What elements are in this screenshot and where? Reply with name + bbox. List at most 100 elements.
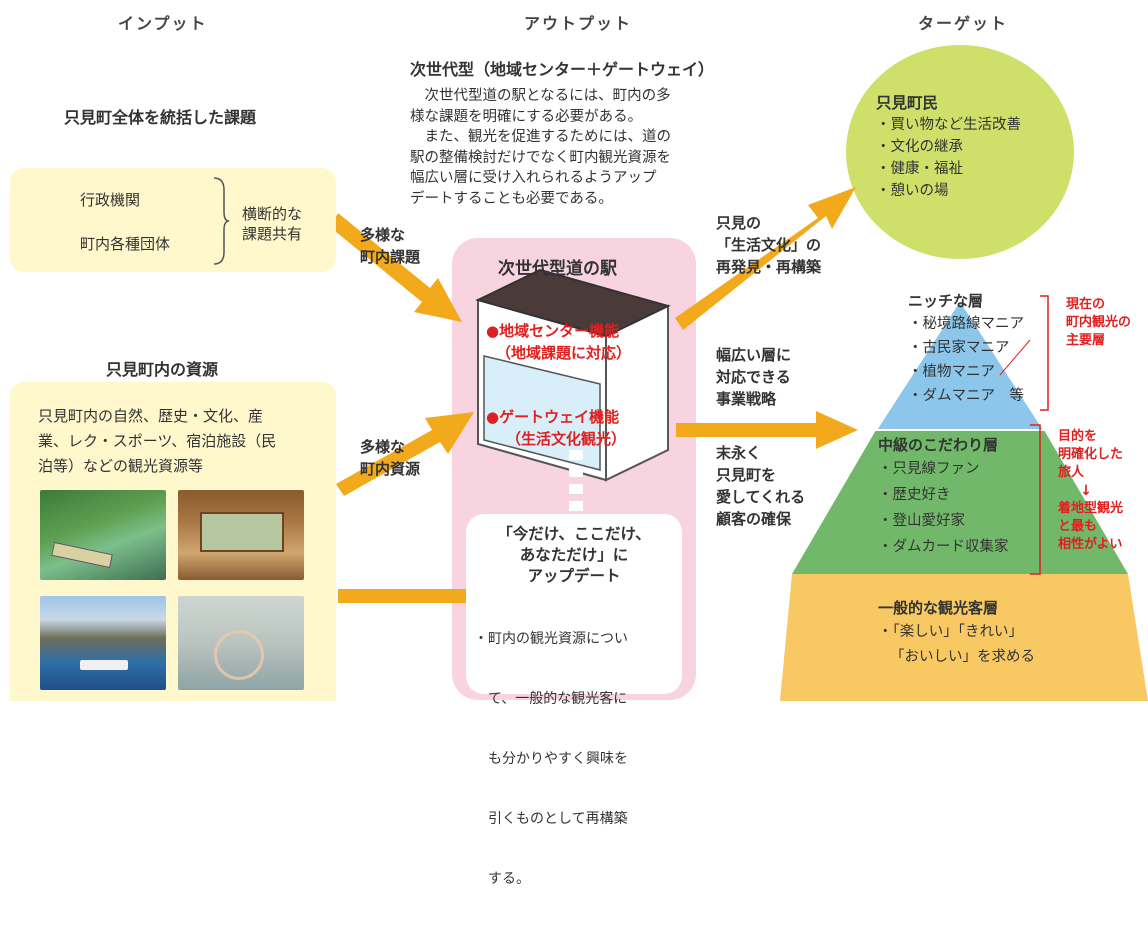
arrow-label-line: 多様な [360,438,406,456]
function-line: ●地域センター機能 [486,322,620,340]
mid-item: ・只見線ファン [878,461,980,477]
note-line: 主要層 [1066,333,1106,348]
arrow-label-line: 只見町を [716,466,777,484]
arrow-label-line: 町内課題 [360,248,421,266]
update-text-line: て、一般的な観光客に [474,691,628,707]
pyramid-niche [876,300,1044,430]
resources-box: 只見町内の自然、歴史・文化、産 業、レク・スポーツ、宿泊施設（民 泊等）などの観… [10,382,336,701]
niche-item: ・古民家マニア [908,340,1010,356]
update-box: 「今だけ、ここだけ、 あなただけ」に アップデート ・町内の観光資源につい て、… [466,514,682,887]
resources-text: 只見町内の自然、歴史・文化、産 業、レク・スポーツ、宿泊施設（民 泊等）などの観… [38,404,276,479]
niche-title: ニッチな層 [908,292,984,310]
arrow-label-line: 只見の [716,214,762,232]
arrow-label-issues: 多様な 町内課題 [360,224,420,268]
general-content: 一般的な観光客層 ・「楽しい」「きれい」 「おいしい」を求める [878,596,1035,670]
update-text-line: も分かりやすく興味を [474,751,628,767]
column-header-input: インプット [118,14,208,33]
note-line: 相性がよい [1058,537,1123,552]
arrow-photo-connector [338,589,480,603]
residents-title: 只見町民 [876,94,939,112]
desc-line: また、観光を促進するためには、道の [410,129,671,145]
desc-line: 幅広い層に受け入れられるようアップ [410,170,657,186]
arrow-label-strategy: 幅広い層に 対応できる 事業戦略 [716,344,791,410]
arrows-group [330,187,858,603]
arrow-label-line: 「生活文化」の [716,236,822,254]
resources-line: 業、レク・スポーツ、宿泊施設（民 [38,432,277,450]
arrow-residents [675,187,856,330]
note-line: 目的を [1058,429,1098,444]
output-heading: 次世代型（地域センター＋ゲートウェイ） [410,60,715,79]
issues-share-line: 課題共有 [242,225,303,243]
update-title: 「今だけ、ここだけ、 あなただけ」に アップデート [466,524,682,587]
note-line: 明確化した [1058,447,1124,462]
wooden-room-photo [178,490,304,580]
arrow-label-line: 末永く [716,444,762,462]
issues-item: 行政機関 [80,191,141,209]
residents-item: ・文化の継承 [876,139,963,155]
arrow-label-line: 多様な [360,226,406,244]
forest-train-photo [40,490,166,580]
arrow-label-line: 再発見・再構築 [716,258,822,276]
note-line: 着地型観光 [1058,501,1124,516]
issues-title: 只見町全体を統括した課題 [64,108,257,127]
dashed-connector [569,450,583,511]
desc-line: 駅の整備検討だけでなく町内観光資源を [410,149,671,166]
station-title: 次世代型道の駅 [498,259,617,279]
resources-title: 只見町内の資源 [106,360,219,379]
update-text-line: する。 [474,871,530,887]
niche-content: ニッチな層 ・秘境路線マニア ・古民家マニア ・植物マニア ・ダムマニア 等 [908,290,1024,408]
output-description: 次世代型道の駅となるには、町内の多 様な課題を明確にする必要がある。 また、観光… [410,86,671,209]
residents-item: ・憩いの場 [876,183,949,199]
arrow-label-line: 愛してくれる [716,488,806,506]
general-item: ・「楽しい」「きれい」 [878,624,1023,640]
bracket-current [1040,295,1049,411]
note-purpose-traveler: 目的を 明確化した 旅人 ↓ 着地型観光 と最も 相性がよい [1058,428,1123,554]
issues-item: 町内各種団体 [80,235,171,253]
update-title-line: あなただけ」に [519,546,629,564]
desc-line: 次世代型道の駅となるには、町内の多 [410,88,671,104]
lake-boat-photo [40,596,166,690]
general-title: 一般的な観光客層 [878,599,999,617]
pyramid-general [780,574,1148,701]
resources-line: 泊等）などの観光資源等 [38,457,204,475]
update-title-line: 「今だけ、ここだけ、 [497,525,651,543]
arrow-label-line: 幅広い層に [716,346,792,364]
brace-icon [213,177,230,265]
resources-line: 只見町内の自然、歴史・文化、産 [38,407,264,425]
niche-item: ・植物マニア [908,364,995,380]
desc-line: 様な課題を明確にする必要がある。 [410,108,643,125]
function-line: （生活文化観光） [506,430,627,448]
function-line: （地域課題に対応） [496,344,632,362]
function-gateway: ●ゲートウェイ機能 （生活文化観光） [486,406,626,450]
general-item: 「おいしい」を求める [890,649,1035,665]
issues-share-line: 横断的な [242,205,303,223]
column-header-output: アウトプット [524,14,633,33]
arrow-label-resources: 多様な 町内資源 [360,436,420,480]
residents-item: ・買い物など生活改善 [876,117,1021,133]
mid-item: ・登山愛好家 [878,513,965,529]
arrow-label-line: 町内資源 [360,460,421,478]
column-header-target: ターゲット [918,14,1009,33]
update-text-line: ・町内の観光資源につい [474,631,628,647]
function-line: ●ゲートウェイ機能 [486,408,620,426]
arrow-label-customers: 末永く 只見町を 愛してくれる 顧客の確保 [716,442,805,530]
update-text-line: 引くものとして再構築 [474,811,628,827]
niche-item: ・ダムマニア 等 [908,388,1024,404]
note-current-layer: 現在の 町内観光の 主要層 [1066,296,1131,350]
function-community-center: ●地域センター機能 （地域課題に対応） [486,320,631,364]
arrow-label-line: 顧客の確保 [716,510,792,528]
arrow-label-life-culture: 只見の 「生活文化」の 再発見・再構築 [716,212,821,278]
desc-line: デートすることも必要である。 [410,190,613,207]
misty-lake-photo [178,596,304,690]
bracket-purpose [1030,424,1041,575]
pyramid-mid [792,430,1128,574]
arrow-issues [330,213,462,322]
update-title-line: アップデート [527,567,621,585]
mid-title: 中級のこだわり層 [878,436,999,454]
mid-item: ・歴史好き [878,487,951,503]
mid-item: ・ダムカード収集家 [878,539,1009,555]
residents-item: ・健康・福祉 [876,161,963,177]
note-line: と最も [1058,519,1098,534]
niche-item: ・秘境路線マニア [908,316,1024,332]
residents-circle [846,45,1074,259]
